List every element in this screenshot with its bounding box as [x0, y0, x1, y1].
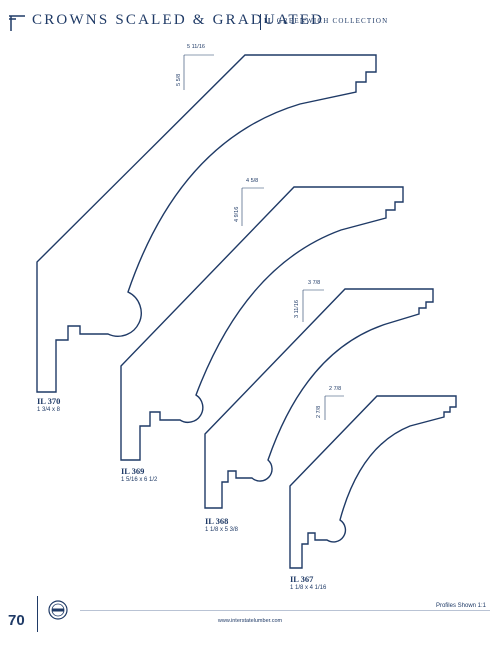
section-title: CROWNS SCALED & GRADUATED [32, 12, 325, 28]
dim-width-369: 4 5/8 [246, 178, 259, 184]
dim-height-368: 3 11/16 [294, 300, 300, 318]
page-header: CROWNS SCALED & GRADUATED IL GREENWICH C… [0, 8, 500, 34]
profile-code: IL 369 [121, 466, 145, 476]
profile-label-il-370: IL 370 1 3/4 x 8 [37, 396, 60, 414]
dim-guide-368 [302, 289, 324, 322]
profile-label-il-369: IL 369 1 5/16 x 6 1/2 [121, 466, 157, 484]
profile-il-368 [204, 288, 434, 509]
profile-code: IL 367 [290, 574, 314, 584]
profile-il-370 [36, 54, 377, 393]
ruler-corner-icon [9, 15, 25, 31]
header-divider [260, 14, 261, 30]
dim-guide-370 [183, 54, 214, 90]
profile-size: 1 3/4 x 8 [37, 407, 61, 413]
profile-size: 1 1/8 x 4 1/16 [290, 585, 327, 591]
dim-height-369: 4 9/16 [234, 206, 240, 222]
profiles-scale-note: Profiles Shown 1:1 [435, 603, 486, 609]
dim-width-367: 2 7/8 [329, 386, 342, 392]
profile-size: 1 5/16 x 6 1/2 [121, 477, 158, 483]
page-number: 70 [8, 612, 25, 629]
profile-code: IL 370 [37, 396, 61, 406]
profile-il-367 [289, 395, 457, 569]
profile-il-369 [120, 186, 404, 461]
dim-guide-369 [241, 187, 264, 226]
website-url[interactable]: www.interstatelumber.com [217, 618, 283, 624]
dim-height-370: 5 5/8 [176, 73, 182, 86]
dim-height-367: 2 7/8 [316, 405, 322, 418]
footer-rule [80, 610, 490, 611]
dim-width-370: 5 11/16 [187, 44, 205, 50]
profile-label-il-367: IL 367 1 1/8 x 4 1/16 [290, 574, 326, 592]
footer-divider [37, 596, 38, 632]
dim-width-368: 3 7/8 [308, 280, 321, 286]
company-badge-icon [48, 600, 68, 620]
profile-label-il-368: IL 368 1 1/8 x 5 3/8 [205, 516, 238, 534]
collection-subtitle: IL GREENWICH COLLECTION [264, 17, 389, 25]
profile-size: 1 1/8 x 5 3/8 [205, 527, 239, 533]
profile-code: IL 368 [205, 516, 229, 526]
dim-guide-367 [324, 395, 344, 420]
